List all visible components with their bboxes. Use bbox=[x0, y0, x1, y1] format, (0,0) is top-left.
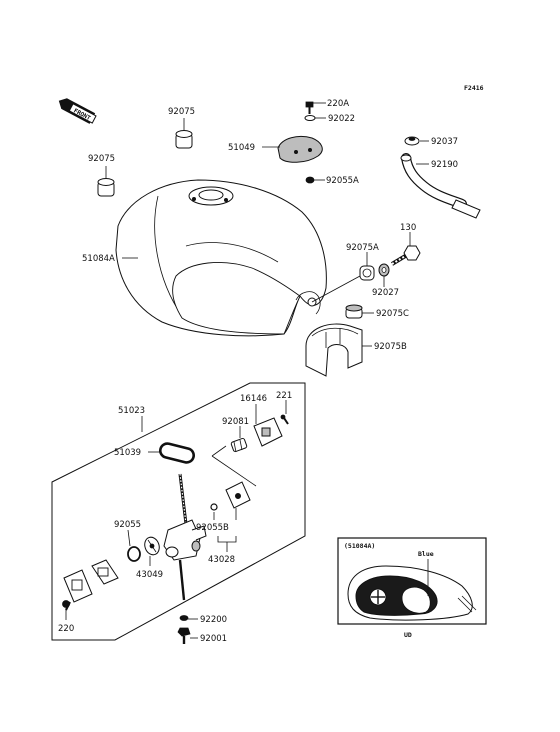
inset-region-code: UD bbox=[404, 631, 412, 639]
diaphragm-43049 bbox=[144, 536, 160, 556]
label-92022: 92022 bbox=[328, 114, 355, 124]
label-92075-left: 92075 bbox=[88, 154, 115, 164]
fuel-cock-body bbox=[163, 473, 207, 601]
lever-plate-43028 bbox=[225, 481, 251, 509]
damper-92075-top bbox=[175, 118, 193, 149]
inset-color-label: Blue bbox=[418, 550, 434, 558]
bolt-130 bbox=[390, 245, 421, 266]
label-51049: 51049 bbox=[228, 143, 255, 153]
label-92055: 92055 bbox=[114, 520, 141, 530]
cap-plate-51049 bbox=[277, 135, 323, 163]
label-92200: 92200 bbox=[200, 615, 227, 625]
label-92075A: 92075A bbox=[346, 243, 379, 253]
label-220A: 220A bbox=[327, 99, 349, 109]
collar-92027 bbox=[378, 263, 390, 277]
front-arrow-stamp: FRONT bbox=[58, 98, 97, 124]
o-ring-92055B bbox=[210, 503, 218, 511]
fitting-92081 bbox=[230, 437, 248, 453]
color-inset-box: (51084A) Blue UD bbox=[337, 537, 487, 639]
damper-92075-left bbox=[97, 166, 115, 197]
label-220: 220 bbox=[58, 624, 74, 634]
label-92081: 92081 bbox=[222, 417, 249, 427]
label-92037: 92037 bbox=[431, 137, 458, 147]
label-92075C: 92075C bbox=[376, 309, 409, 319]
label-92055A: 92055A bbox=[326, 176, 359, 186]
label-92055B: 92055B bbox=[196, 523, 229, 533]
label-92027: 92027 bbox=[372, 288, 399, 298]
label-130: 130 bbox=[400, 223, 416, 233]
fuel-cock-assembly-frame bbox=[51, 382, 306, 641]
label-221: 221 bbox=[276, 391, 292, 401]
fuel-tank-51084A bbox=[115, 179, 327, 337]
inset-title: (51084A) bbox=[344, 542, 375, 550]
gasket-plate bbox=[91, 559, 119, 585]
label-16146: 16146 bbox=[240, 394, 267, 404]
packing-51039 bbox=[158, 442, 196, 464]
clip-92037 bbox=[404, 136, 420, 146]
leader-tank-mount bbox=[311, 275, 361, 303]
damper-92075C bbox=[345, 304, 363, 319]
leader-fuel-cock-top bbox=[211, 455, 257, 487]
washer-92200 bbox=[179, 615, 189, 621]
grommet-92075A bbox=[359, 265, 375, 281]
figure-code: F2416 bbox=[464, 84, 484, 92]
breather-hose-92190 bbox=[400, 153, 481, 219]
label-51039: 51039 bbox=[114, 448, 141, 458]
cover-16146 bbox=[253, 417, 283, 447]
nut-92055A bbox=[305, 176, 315, 184]
cover-plate bbox=[63, 569, 93, 603]
screw-221 bbox=[280, 414, 289, 425]
inset-tank-illustration bbox=[347, 565, 477, 621]
label-43028: 43028 bbox=[208, 555, 235, 565]
washer-92022 bbox=[304, 115, 316, 121]
screw-220 bbox=[62, 600, 71, 611]
label-51023: 51023 bbox=[118, 406, 145, 416]
bolt-220A bbox=[305, 101, 314, 114]
label-92075B: 92075B bbox=[374, 342, 407, 352]
o-ring-92055 bbox=[127, 546, 141, 562]
label-92190: 92190 bbox=[431, 160, 458, 170]
label-51084A: 51084A bbox=[82, 254, 115, 264]
label-92075-top: 92075 bbox=[168, 107, 195, 117]
label-43049: 43049 bbox=[136, 570, 163, 580]
damper-92075B bbox=[305, 323, 363, 377]
screw-92001 bbox=[177, 627, 191, 644]
label-92001: 92001 bbox=[200, 634, 227, 644]
